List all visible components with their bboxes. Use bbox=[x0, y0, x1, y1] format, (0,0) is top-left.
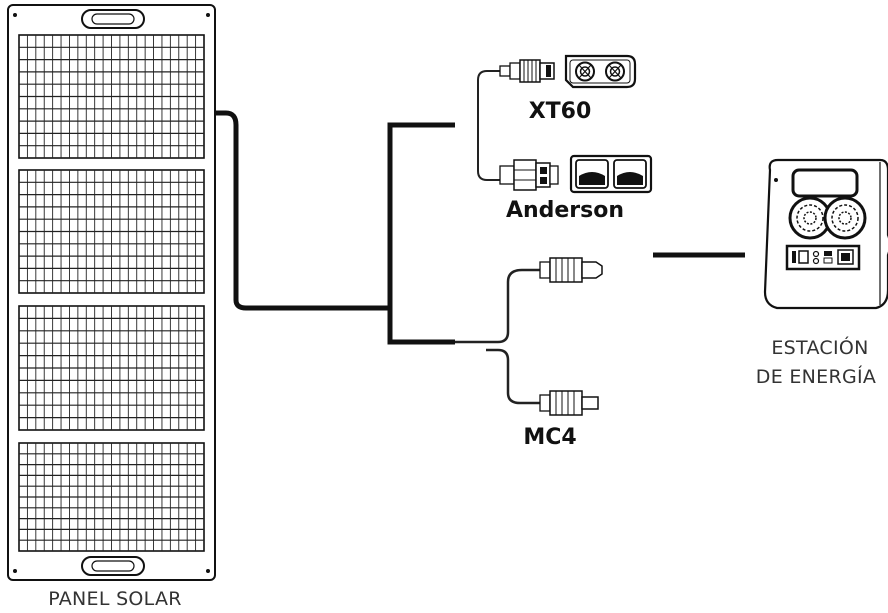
power-station-icon bbox=[763, 158, 888, 310]
xt60-plug-icon bbox=[477, 59, 555, 181]
station-label-line1: ESTACIÓN bbox=[771, 337, 869, 359]
panel-output-cable bbox=[214, 110, 390, 311]
xt60-socket-face-icon bbox=[564, 54, 637, 89]
mc4-connector-icon bbox=[539, 257, 603, 416]
panel-section bbox=[18, 169, 205, 294]
panel-section bbox=[18, 442, 205, 552]
mc4-cables bbox=[455, 268, 540, 405]
anderson-label: Anderson bbox=[505, 198, 625, 223]
panel-section bbox=[18, 305, 205, 431]
station-label-line2: DE ENERGÍA bbox=[755, 366, 877, 388]
anderson-socket-face-icon bbox=[569, 154, 653, 194]
panel-label: PANEL SOLAR bbox=[48, 588, 182, 610]
mc4-label: MC4 bbox=[523, 425, 577, 450]
anderson-plug-icon bbox=[499, 159, 559, 191]
solar-panel-icon bbox=[7, 4, 216, 581]
panel-section bbox=[18, 34, 205, 159]
branch-bracket bbox=[387, 122, 455, 345]
xt60-label: XT60 bbox=[528, 99, 592, 124]
